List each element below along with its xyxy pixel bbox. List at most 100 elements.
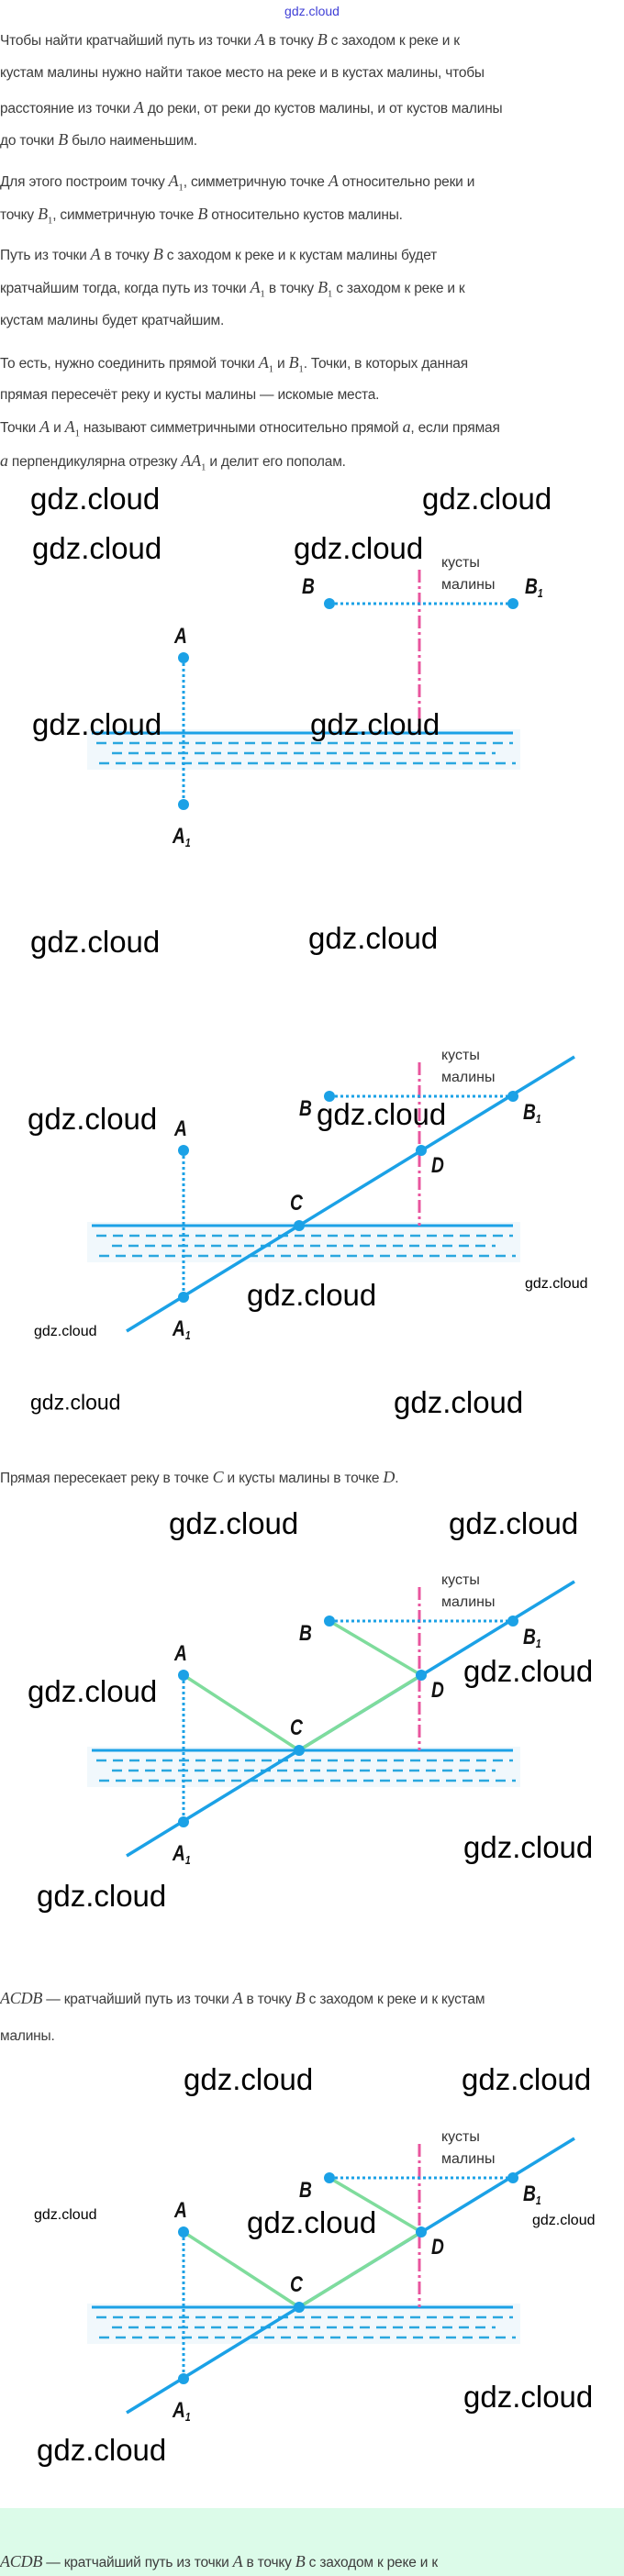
- text-segment: Чтобы найти кратчайший путь из точки: [0, 33, 255, 49]
- text-segment: Путь из точки: [0, 248, 91, 263]
- math-symbol: A: [90, 245, 101, 263]
- bushes-label-line1: кусты: [441, 555, 480, 571]
- paragraph-1-line: кустам малины нужно найти такое место на…: [0, 64, 485, 83]
- math-symbol: A: [328, 172, 339, 190]
- watermark: gdz.cloud: [30, 1390, 121, 1415]
- text-segment: Точки: [0, 420, 40, 436]
- label-A: A: [173, 2197, 187, 2223]
- label-A1: A1: [172, 1316, 191, 1342]
- text-segment: кратчайшим тогда, когда путь из точки: [0, 281, 251, 296]
- text-segment: с заходом к реке и к: [327, 33, 460, 49]
- label-A1: A1: [172, 2397, 191, 2424]
- label-D: D: [431, 1677, 444, 1703]
- watermark: gdz.cloud: [32, 706, 162, 741]
- point-D: [416, 1670, 427, 1681]
- watermark: gdz.cloud: [449, 1505, 579, 1540]
- paragraph-2-line: Для этого построим точку A1, симметричну…: [0, 172, 475, 194]
- paragraph-5-line: a перпендикулярна отрезку AA1 и делит ег…: [0, 451, 346, 473]
- point-B: [324, 2172, 335, 2183]
- math-symbol: A1: [168, 172, 184, 194]
- bushes-label-line2: малины: [441, 2151, 496, 2167]
- text-segment: относительно кустов малины.: [207, 207, 403, 223]
- label-B1: B1: [525, 573, 543, 600]
- label-C: C: [290, 1190, 303, 1216]
- point-B: [324, 1616, 335, 1627]
- text-segment: . Точки, в которых данная: [303, 356, 468, 372]
- point-A1: [178, 2373, 189, 2384]
- text-segment: в точку: [242, 2555, 295, 2570]
- watermark: gdz.cloud: [184, 2061, 314, 2096]
- paragraph-1-line: Чтобы найти кратчайший путь из точки A в…: [0, 30, 460, 49]
- math-symbol: a: [0, 451, 8, 470]
- top-watermark: gdz.cloud: [284, 4, 340, 18]
- point-C: [294, 1220, 305, 1231]
- label-A1: A1: [172, 823, 191, 849]
- text-segment: , симметричную точке: [183, 174, 329, 190]
- text-segment: с заходом к реке и к кустам: [305, 1992, 485, 2007]
- text-segment: и кусты малины в точке: [223, 1471, 384, 1486]
- label-B: B: [302, 573, 315, 599]
- watermark: gdz.cloud: [247, 2204, 377, 2239]
- point-D: [416, 2226, 427, 2237]
- text-segment: , симметричную точке: [52, 207, 198, 223]
- point-A1: [178, 1292, 189, 1303]
- line-A1B1: [126, 1055, 575, 1333]
- math-symbol: A: [254, 30, 265, 49]
- bushes-label-line1: кусты: [441, 1572, 480, 1588]
- paragraph-4-line: прямая пересечёт реку и кусты малины — и…: [0, 386, 379, 405]
- label-D: D: [431, 2234, 444, 2260]
- paragraph-3-line: кустам малины будет кратчайшим.: [0, 312, 224, 330]
- watermark: gdz.cloud: [317, 1096, 447, 1131]
- math-symbol: A1: [250, 278, 265, 300]
- math-symbol: ACDB: [0, 2552, 43, 2570]
- watermark: gdz.cloud: [532, 2213, 596, 2229]
- math-symbol: B: [295, 1989, 306, 2007]
- math-symbol: A: [39, 417, 50, 436]
- point-C: [294, 2302, 305, 2313]
- watermark: gdz.cloud: [525, 1276, 588, 1293]
- text-segment: Прямая пересекает реку в точке: [0, 1471, 213, 1486]
- watermark: gdz.cloud: [37, 1878, 167, 1913]
- text-segment: малины.: [0, 2028, 55, 2044]
- text-segment: и: [273, 356, 289, 372]
- shortest-path-ACDB: [183, 2176, 425, 2310]
- point-B: [324, 598, 335, 609]
- label-A1: A1: [172, 1840, 191, 1867]
- math-symbol: AA1: [181, 451, 206, 473]
- paragraph-7-line: ACDB — кратчайший путь из точки A в точк…: [0, 1989, 485, 2007]
- math-symbol: B: [58, 130, 68, 149]
- math-symbol: B1: [38, 205, 53, 227]
- paragraph-5-line: Точки A и A1 называют симметричными отно…: [0, 417, 500, 439]
- answer-box: [0, 2508, 624, 2576]
- math-symbol: A1: [258, 353, 273, 375]
- text-segment: до точки: [0, 133, 59, 149]
- watermark: gdz.cloud: [422, 481, 552, 516]
- math-symbol: B: [152, 245, 163, 263]
- text-segment: и делит его пополам.: [206, 454, 346, 470]
- label-B: B: [299, 1095, 312, 1121]
- text-segment: перпендикулярна отрезку: [7, 454, 182, 470]
- text-segment: кустам малины будет кратчайшим.: [0, 313, 225, 328]
- text-segment: Для этого построим точку: [0, 174, 169, 190]
- label-D: D: [431, 1152, 444, 1178]
- text-segment: с заходом к реке и к: [305, 2555, 438, 2570]
- watermark: gdz.cloud: [34, 1324, 97, 1340]
- watermark: gdz.cloud: [394, 1384, 524, 1419]
- bushes-label-line2: малины: [441, 577, 496, 593]
- point-B1: [507, 1091, 518, 1102]
- text-segment: относительно реки и: [338, 174, 475, 190]
- math-symbol: A: [133, 98, 144, 117]
- text-segment: с заходом к реке и к: [332, 281, 465, 296]
- watermark: gdz.cloud: [294, 530, 424, 565]
- math-symbol: B: [197, 205, 208, 223]
- watermark: gdz.cloud: [310, 706, 440, 741]
- text-segment: То есть, нужно соединить прямой точки: [0, 356, 259, 372]
- label-B1: B1: [523, 1099, 541, 1126]
- point-A: [178, 2226, 189, 2237]
- bushes-label-line1: кусты: [441, 1048, 480, 1063]
- label-C: C: [290, 1715, 303, 1740]
- watermark: gdz.cloud: [32, 530, 162, 565]
- text-segment: с заходом к реке и к кустам малины будет: [162, 248, 438, 263]
